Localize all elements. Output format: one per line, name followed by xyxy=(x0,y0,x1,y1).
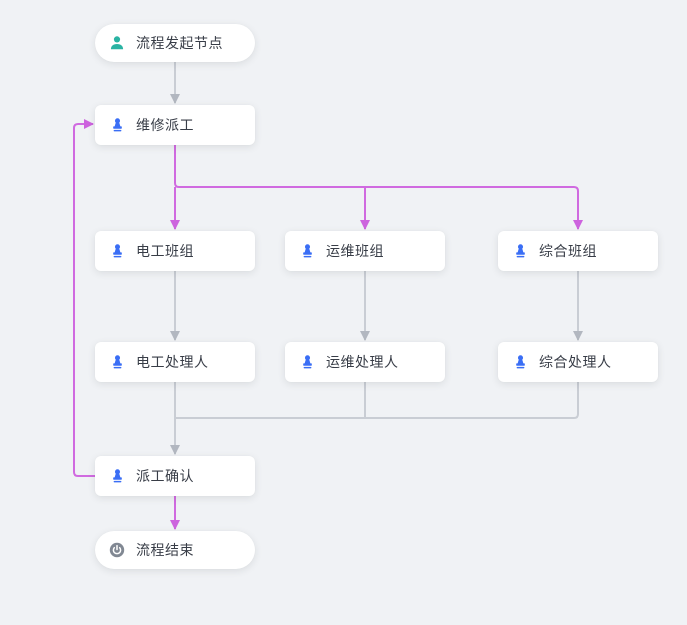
flow-node-electrician-handler[interactable]: 电工处理人 xyxy=(95,342,255,382)
power-end-icon xyxy=(109,542,125,558)
approver-stamp-icon xyxy=(109,468,125,484)
edge-repair-dispatch-to-general-team xyxy=(174,145,583,230)
flow-node-electrician-team[interactable]: 电工班组 xyxy=(95,231,255,271)
approver-stamp-icon xyxy=(109,354,125,370)
initiator-user-icon xyxy=(109,35,125,51)
flow-node-general-team[interactable]: 综合班组 xyxy=(498,231,658,271)
flow-node-start[interactable]: 流程发起节点 xyxy=(95,24,255,62)
approver-stamp-icon xyxy=(299,354,315,370)
flow-node-general-handler[interactable]: 综合处理人 xyxy=(498,342,658,382)
flow-node-dispatch-confirm[interactable]: 派工确认 xyxy=(95,456,255,496)
flow-node-ops-handler[interactable]: 运维处理人 xyxy=(285,342,445,382)
edge-general-handler-to-dispatch-confirm xyxy=(175,382,579,419)
approver-stamp-icon xyxy=(512,354,528,370)
approver-stamp-icon xyxy=(512,243,528,259)
flow-node-repair-dispatch[interactable]: 维修派工 xyxy=(95,105,255,145)
edge-dispatch-confirm-to-repair-dispatch xyxy=(73,119,95,477)
approver-stamp-icon xyxy=(109,243,125,259)
approver-stamp-icon xyxy=(299,243,315,259)
flow-node-ops-team[interactable]: 运维班组 xyxy=(285,231,445,271)
approver-stamp-icon xyxy=(109,117,125,133)
flow-node-end[interactable]: 流程结束 xyxy=(95,531,255,569)
